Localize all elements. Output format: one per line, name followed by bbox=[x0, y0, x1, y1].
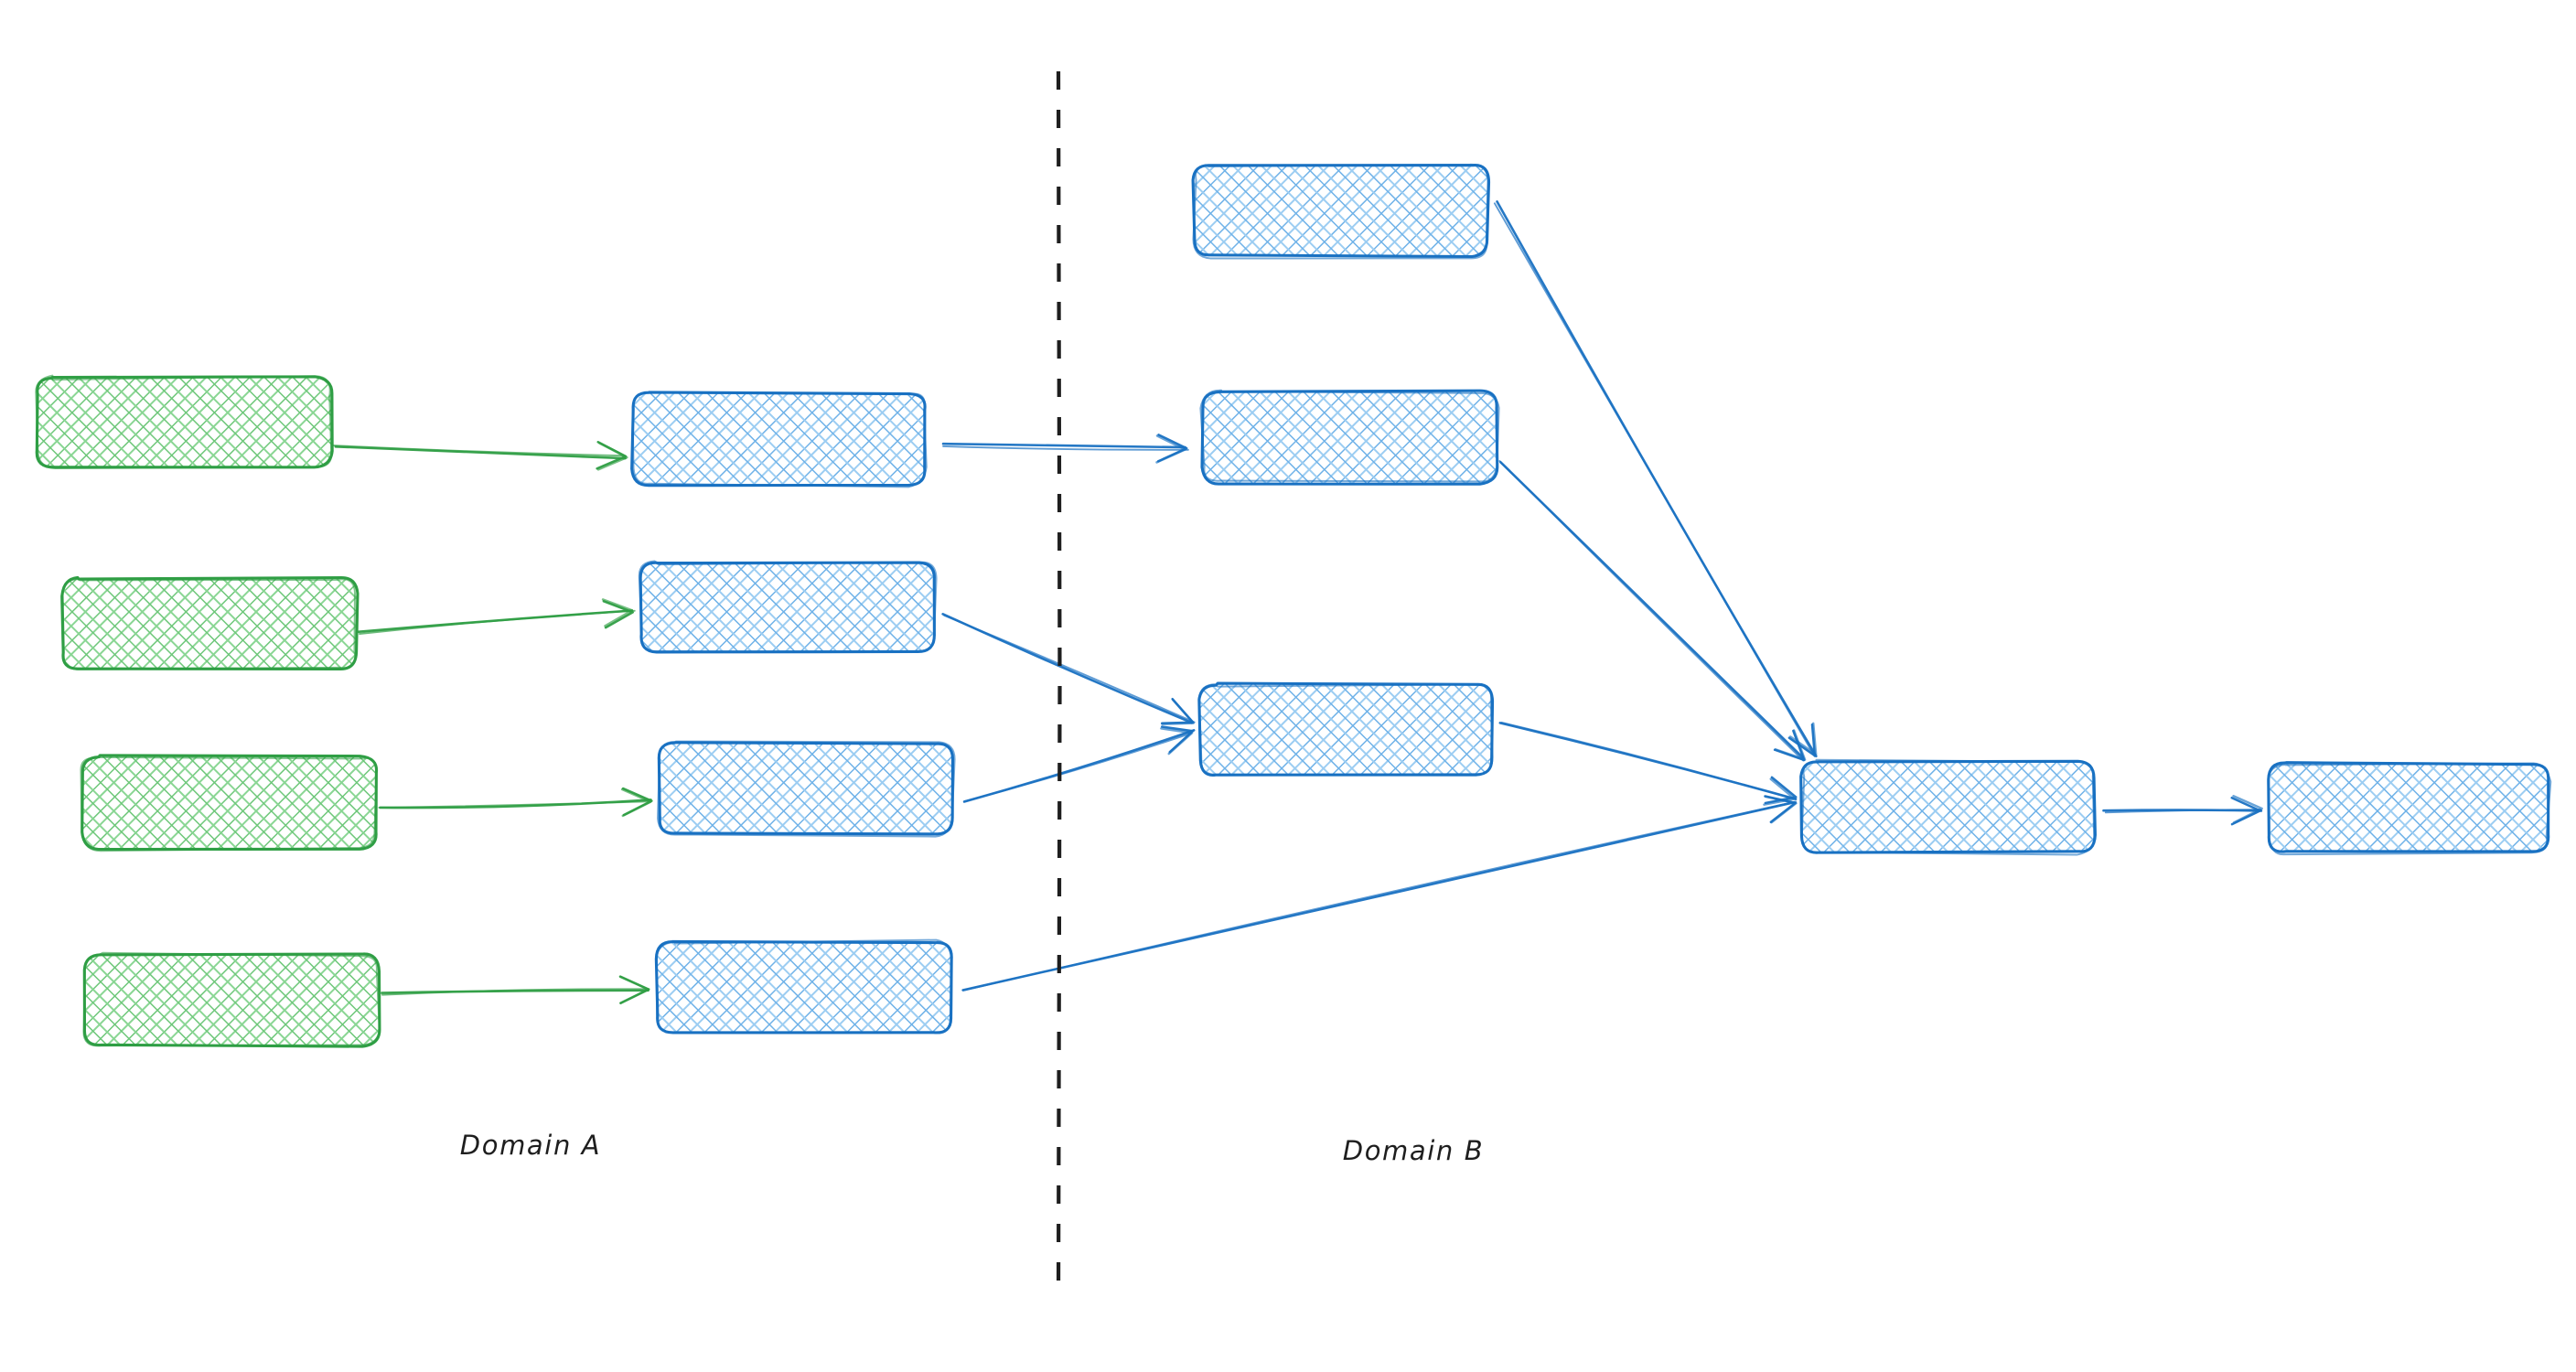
node-c1[interactable] bbox=[1191, 163, 1491, 260]
edge-c2-to-d1 bbox=[1498, 460, 1807, 762]
node-fill bbox=[1203, 391, 1497, 483]
node-outline bbox=[82, 951, 381, 1047]
edges-layer bbox=[331, 200, 2263, 1005]
domain-divider-line bbox=[1056, 70, 1062, 1300]
node-fill bbox=[1802, 761, 2095, 852]
node-fill bbox=[37, 378, 331, 467]
node-a3[interactable] bbox=[80, 754, 379, 852]
node-outline bbox=[80, 756, 378, 852]
node-c3[interactable] bbox=[1197, 681, 1495, 777]
node-outline bbox=[657, 740, 956, 838]
node-a1[interactable] bbox=[35, 374, 334, 469]
edge-b4-to-d1 bbox=[961, 795, 1798, 991]
edge-b1-to-c2 bbox=[941, 434, 1189, 464]
node-b3[interactable] bbox=[657, 740, 956, 838]
edge-b3-to-c3 bbox=[962, 725, 1196, 803]
edge-c1-to-d1 bbox=[1493, 200, 1818, 758]
node-fill bbox=[659, 743, 953, 834]
node-d1[interactable] bbox=[1799, 758, 2097, 856]
node-e1[interactable] bbox=[2267, 761, 2552, 856]
node-outline bbox=[35, 374, 333, 469]
node-a4[interactable] bbox=[82, 951, 381, 1048]
node-fill bbox=[1200, 684, 1493, 776]
node-fill bbox=[1194, 165, 1488, 256]
divider-layer bbox=[1056, 70, 1062, 1300]
node-a2[interactable] bbox=[59, 575, 360, 670]
edge-a1-to-b1 bbox=[331, 441, 628, 471]
domain-a-label: Domain A bbox=[460, 1130, 601, 1161]
node-c2[interactable] bbox=[1199, 389, 1500, 486]
node-outline bbox=[59, 578, 357, 670]
edge-b2-to-c3 bbox=[941, 613, 1196, 725]
edge-a4-to-b4 bbox=[381, 975, 650, 1005]
node-outline bbox=[1800, 758, 2096, 856]
node-outline bbox=[638, 560, 938, 653]
node-fill bbox=[84, 954, 379, 1045]
edge-d1-to-e1 bbox=[2102, 795, 2263, 826]
node-b4[interactable] bbox=[654, 938, 953, 1034]
node-fill bbox=[657, 942, 951, 1034]
node-fill bbox=[62, 578, 357, 670]
node-b1[interactable] bbox=[630, 391, 928, 488]
node-fill bbox=[82, 756, 377, 849]
edge-c3-to-d1 bbox=[1498, 722, 1798, 806]
node-b2[interactable] bbox=[638, 560, 938, 654]
domain-b-label: Domain B bbox=[1343, 1135, 1484, 1166]
node-fill bbox=[640, 563, 935, 651]
nodes-layer bbox=[35, 163, 2552, 1048]
node-outline bbox=[655, 938, 953, 1034]
node-fill bbox=[2269, 764, 2549, 852]
node-outline bbox=[1199, 389, 1500, 483]
edge-a2-to-b2 bbox=[356, 598, 636, 635]
node-outline bbox=[1197, 683, 1494, 777]
node-outline bbox=[631, 391, 928, 488]
node-outline bbox=[1192, 163, 1489, 260]
node-outline bbox=[2267, 762, 2552, 856]
edge-a3-to-b3 bbox=[378, 787, 653, 818]
node-fill bbox=[633, 393, 926, 485]
